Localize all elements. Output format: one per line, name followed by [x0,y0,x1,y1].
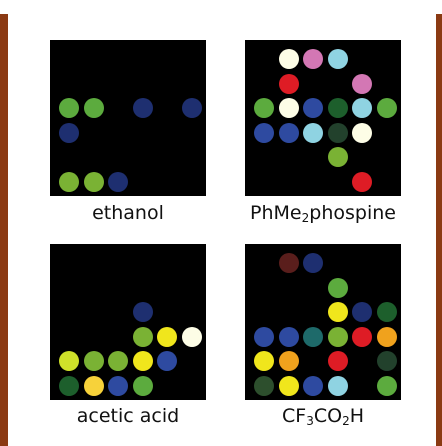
label-part: 2 [301,211,310,225]
dot-white [352,122,372,143]
dot-yellowgreen [59,351,79,371]
dot-cyan [303,122,323,143]
dot-blue [254,326,274,347]
dot-lime [83,171,104,192]
panel-phme2phospine [245,40,401,196]
dot-red [352,326,372,347]
dot-red [278,73,299,94]
dot-green [376,375,397,396]
dot-yellow [132,351,153,371]
label-phme2phospine: PhMe2phospine [228,202,418,224]
label-cf3co2h: CF3CO2H [228,405,418,427]
dot-lime [83,351,104,371]
dot-lime [132,326,153,347]
dot-darkteal [327,122,348,143]
dot-yellow [157,326,177,347]
dot-navy [352,302,372,322]
dot-darkteal [376,351,397,371]
label-part: 2 [342,414,350,428]
dot-forest [254,375,274,396]
label-part: H [349,405,364,427]
label-acetic-acid: acetic acid [33,405,223,427]
dot-blue [254,122,274,143]
label-part: CF [281,405,307,427]
dot-gold [83,375,104,396]
dot-lime [327,326,348,347]
dot-green [254,98,274,118]
dot-cyan [327,49,348,69]
dot-blue [157,351,177,371]
dot-white [181,326,202,347]
dot-navy [181,98,202,118]
label-part: PhMe [250,202,302,224]
dot-blue [303,98,323,118]
dot-red [352,171,372,192]
dot-pink [352,73,372,94]
dot-lime [327,147,348,167]
dot-green [376,98,397,118]
dot-orange [278,351,299,371]
label-part: phospine [309,202,396,224]
dot-navy [303,253,323,273]
dot-cyan [352,98,372,118]
figure-inner: ethanol PhMe2phospine acetic acid CF3CO2… [8,14,436,446]
panel-acetic-acid [50,244,206,400]
dot-white [278,98,299,118]
dot-navy [59,122,79,143]
label-part: acetic acid [76,405,180,427]
dot-yellow [327,302,348,322]
label-part: 3 [306,414,314,428]
dot-navy [132,302,153,322]
dot-red [327,351,348,371]
dot-navy [132,98,153,118]
dot-darkgreen [59,375,79,396]
dot-blue [278,122,299,143]
dot-maroon [278,253,299,273]
dot-green [327,277,348,298]
label-part: ethanol [92,202,164,224]
dot-blue [278,326,299,347]
panel-cf3co2h [245,244,401,400]
dot-orange [376,326,397,347]
top-strip [0,0,442,14]
dot-yellow [254,351,274,371]
dot-cyan [327,375,348,396]
dot-green [83,98,104,118]
dot-darkgreen [327,98,348,118]
dot-blue [108,375,128,396]
label-ethanol: ethanol [33,202,223,224]
dot-navy [108,171,128,192]
dot-white [278,49,299,69]
dot-teal [303,326,323,347]
dot-blue [303,375,323,396]
dot-green [132,375,153,396]
dot-lime [59,171,79,192]
panel-ethanol [50,40,206,196]
dot-darkgreen [376,302,397,322]
dot-green [59,98,79,118]
dot-yellow [278,375,299,396]
dot-lime [108,351,128,371]
label-part: CO [313,405,343,427]
dot-pink [303,49,323,69]
